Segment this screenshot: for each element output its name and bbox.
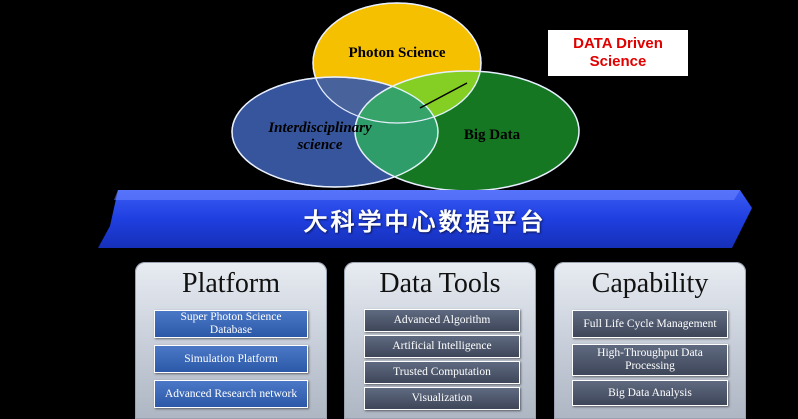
venn-label-interdisciplinary-line2: science bbox=[297, 137, 343, 153]
venn-label-interdisciplinary-line1: Interdisciplinary bbox=[267, 120, 372, 136]
panel-platform: Platform Super Photon Science Database S… bbox=[135, 262, 327, 419]
item-simulation-platform: Simulation Platform bbox=[154, 345, 308, 373]
venn-outline-photon bbox=[312, 2, 482, 124]
panel-data-tools: Data Tools Advanced Algorithm Artificial… bbox=[344, 262, 536, 419]
venn-label-big-data: Big Data bbox=[464, 127, 521, 143]
item-super-photon-science-database: Super Photon Science Database bbox=[154, 310, 308, 338]
venn-outline-interdisciplinary bbox=[231, 76, 439, 188]
panel-title-data-tools: Data Tools bbox=[379, 268, 501, 299]
banner-title: 大科学中心数据平台 bbox=[303, 207, 547, 236]
callout-line-1: DATA Driven bbox=[573, 35, 663, 52]
item-artificial-intelligence: Artificial Intelligence bbox=[364, 335, 520, 358]
panel-capability: Capability Full Life Cycle Management Hi… bbox=[554, 262, 746, 419]
item-big-data-analysis: Big Data Analysis bbox=[572, 380, 728, 406]
callout-line-2: Science bbox=[589, 53, 647, 70]
banner-shape bbox=[98, 190, 752, 248]
item-visualization: Visualization bbox=[364, 387, 520, 410]
item-advanced-algorithm: Advanced Algorithm bbox=[364, 309, 520, 332]
platform-banner: 大科学中心数据平台 bbox=[98, 186, 752, 252]
data-driven-science-callout: DATA Driven Science bbox=[548, 30, 688, 76]
item-advanced-research-network: Advanced Research network bbox=[154, 380, 308, 408]
venn-diagram: Photon Science Interdisciplinary science… bbox=[231, 2, 580, 192]
item-full-life-cycle-management: Full Life Cycle Management bbox=[572, 310, 728, 338]
item-high-throughput-data-processing: High-Throughput Data Processing bbox=[572, 344, 728, 376]
item-trusted-computation: Trusted Computation bbox=[364, 361, 520, 384]
callout-pointer-line bbox=[419, 82, 468, 109]
panel-title-platform: Platform bbox=[182, 268, 280, 299]
panel-title-capability: Capability bbox=[591, 268, 709, 299]
venn-label-photon-science: Photon Science bbox=[348, 45, 445, 61]
